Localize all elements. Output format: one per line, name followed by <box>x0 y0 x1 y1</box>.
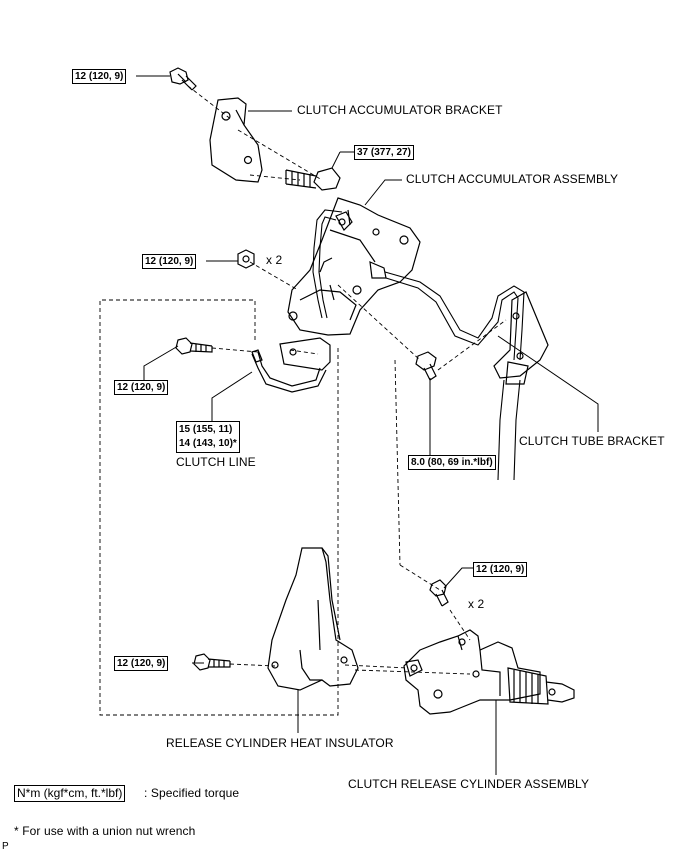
corner-mark: P <box>2 841 9 852</box>
tube-bracket-bolt <box>415 351 437 381</box>
dashed-guide-lines <box>99 85 507 716</box>
insulator-bolt <box>193 653 231 671</box>
bracket-bolt <box>169 67 197 91</box>
accumulator-nut <box>237 249 255 269</box>
accumulator-bracket <box>209 97 263 183</box>
torque-line-bolt: 12 (120, 9) <box>114 380 169 395</box>
label-heat-insulator: RELEASE CYLINDER HEAT INSULATOR <box>166 736 394 750</box>
legend-description: : Specified torque <box>144 786 240 800</box>
leader-lines <box>136 75 599 775</box>
label-release-cylinder: CLUTCH RELEASE CYLINDER ASSEMBLY <box>348 777 590 791</box>
heat-insulator <box>267 547 359 691</box>
torque-accumulator-nut: 12 (120, 9) <box>142 254 197 269</box>
label-accumulator-assembly: CLUTCH ACCUMULATOR ASSEMBLY <box>406 172 619 186</box>
label-tube-bracket: CLUTCH TUBE BRACKET <box>519 434 665 448</box>
label-accumulator-bracket: CLUTCH ACCUMULATOR BRACKET <box>297 103 503 117</box>
legend-torque-units: N*m (kgf*cm, ft.*lbf) <box>14 785 126 802</box>
nut-count: x 2 <box>266 253 283 267</box>
clutch-line <box>251 337 331 393</box>
label-clutch-line: CLUTCH LINE <box>176 455 256 469</box>
torque-clutch-line: 15 (155, 11) 14 (143, 10)* <box>176 421 240 453</box>
torque-bracket-bolt: 12 (120, 9) <box>72 69 127 84</box>
release-cylinder <box>403 629 575 715</box>
torque-accumulator-bolt: 37 (377, 27) <box>354 145 414 160</box>
torque-clutch-line-b: 14 (143, 10)* <box>179 438 237 449</box>
legend-footnote: * For use with a union nut wrench <box>14 824 196 838</box>
accumulator-bolt <box>285 167 341 191</box>
accumulator-assembly <box>287 197 421 336</box>
torque-tube-bracket-bolt: 8.0 (80, 69 in.*lbf) <box>408 455 496 470</box>
cylinder-bolt <box>429 579 449 607</box>
line-bolt <box>175 337 213 355</box>
torque-clutch-line-a: 15 (155, 11) <box>179 424 233 435</box>
torque-cylinder-bolt: 12 (120, 9) <box>473 562 528 577</box>
clutch-tube <box>312 209 525 481</box>
clutch-tube-bracket <box>493 291 549 385</box>
cylinder-bolt-count: x 2 <box>468 597 485 611</box>
torque-insulator-bolt: 12 (120, 9) <box>114 656 169 671</box>
